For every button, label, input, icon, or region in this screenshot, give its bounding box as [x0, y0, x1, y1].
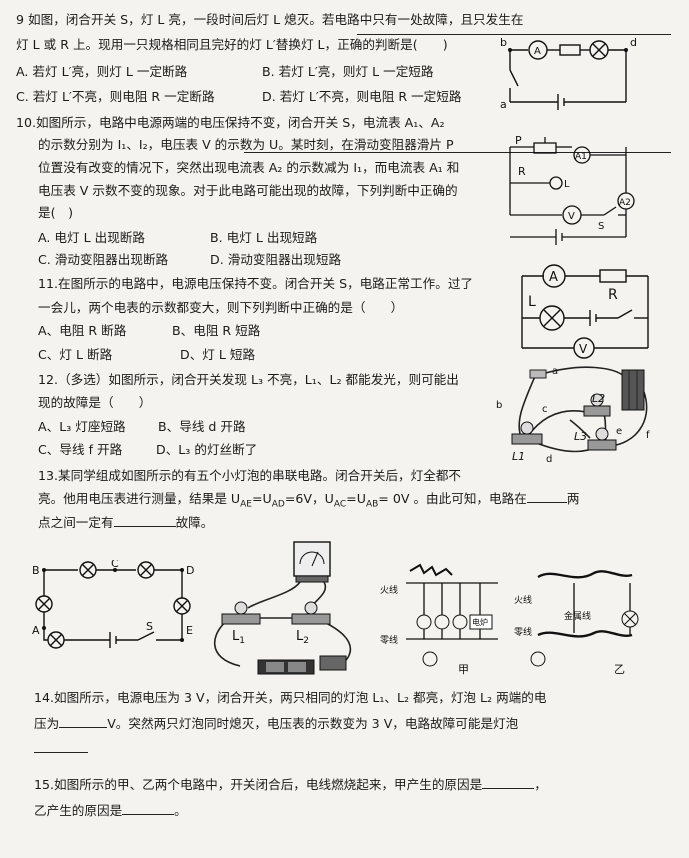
q11-option-b: B、电阻 R 短路: [172, 323, 261, 338]
q15-label-jia: 甲: [458, 663, 469, 676]
q9-label-a: a: [500, 98, 507, 111]
q11-label-R: R: [608, 287, 618, 303]
q12-label-b: b: [496, 400, 502, 411]
q12-line1: 12.（多选）如图所示，闭合开关发现 L₃ 不亮，L₁、L₂ 都能发光，则可能出: [38, 372, 459, 387]
q12-circuit-photo: a b c d e f L1 L2 L3: [494, 362, 666, 464]
q10-label-A1: A1: [575, 152, 587, 162]
q12-option-b: B、导线 d 开路: [158, 419, 246, 434]
q13-label-C: C: [111, 560, 119, 570]
q14-blank-voltage[interactable]: [59, 715, 108, 728]
q12-option-d: D、L₃ 的灯丝断了: [156, 442, 258, 457]
q12-label-e: e: [616, 426, 622, 437]
q13-label-S: S: [146, 620, 153, 633]
q9-label-b: b: [500, 36, 507, 49]
q11-option-a: A、电阻 R 断路: [38, 323, 127, 338]
q12-line2: 现的故障是（ ）: [38, 395, 152, 410]
q12-label-d: d: [546, 454, 552, 464]
q9-label-ammeter: A: [534, 46, 541, 57]
q10-option-d: D. 滑动变阻器出现短路: [210, 252, 342, 267]
q13-label-B: B: [32, 564, 40, 577]
q10-label-V: V: [568, 211, 575, 222]
q10-line5: 是( ): [38, 205, 74, 220]
q15-yi-lingxian: 零线: [514, 626, 532, 638]
q12-label-L1: L1: [512, 450, 525, 463]
q10-label-L: L: [564, 179, 570, 190]
q13-label-D: D: [186, 564, 194, 577]
q12-label-a: a: [552, 366, 558, 377]
q15-yi-jinshuxian: 金属线: [564, 610, 591, 622]
q13-circuit-diagram: B C D A S E: [30, 560, 198, 654]
q13-line3: 点之间一定有故障。: [38, 514, 214, 530]
q13-blank-fault[interactable]: [113, 514, 176, 527]
q11-label-L: L: [528, 294, 536, 310]
q10-option-c: C. 滑动变阻器出现断路: [38, 252, 169, 267]
q9-label-d: d: [630, 36, 637, 49]
q10-line2: 的示数分别为 I₁、I₂，电压表 V 的示数为 U。某时刻，在滑动变阻器滑片 P: [38, 137, 454, 152]
q14-line1: 14.如图所示，电源电压为 3 V，闭合开关，两只相同的灯泡 L₁、L₂ 都亮，…: [34, 690, 547, 705]
q10-option-b: B. 电灯 L 出现短路: [210, 230, 318, 245]
q15-label-yi: 乙: [614, 663, 625, 676]
q9-underline: [357, 34, 671, 35]
q10-line4: 电压表 V 示数不变的现象。对于此电路可能出现的故障，下列判断中正确的: [38, 183, 458, 198]
q15-blank-jia[interactable]: [482, 776, 535, 789]
q9-line2: 灯 L 或 R 上。现用一只规格相同且完好的灯 L′替换灯 L，正确的判断是( …: [16, 37, 448, 52]
q13-blank-points[interactable]: [526, 490, 567, 503]
q12-option-c: C、导线 f 开路: [38, 442, 123, 457]
q15-jia-dianlu: 电炉: [472, 617, 488, 627]
q11-line1: 11.在图所示的电路中，电源电压保持不变。闭合开关 S，电路正常工作。过了: [38, 276, 474, 291]
q9-option-d: D. 若灯 L′不亮，则电阻 R 一定短路: [262, 89, 462, 104]
q9-line1: 9 如图，闭合开关 S，灯 L 亮，一段时间后灯 L 熄灭。若电路中只有一处故障…: [16, 12, 524, 27]
q11-label-V: V: [579, 342, 588, 356]
q13-line2: 亮。他用电压表进行测量，结果是 UAE=UAD=6V，UAC=UAB= 0V 。…: [38, 490, 580, 510]
q15-jia-lingxian: 零线: [380, 634, 398, 646]
q15-circuit-yi: 火线 金属线 零线 乙: [514, 563, 640, 678]
q10-label-A2: A2: [619, 198, 631, 208]
q10-label-R: R: [518, 165, 526, 178]
q12-option-a: A、L₃ 灯座短路: [38, 419, 126, 434]
q14-blank-bulb[interactable]: [34, 752, 88, 753]
q10-label-S: S: [598, 221, 604, 232]
q15-blank-yi[interactable]: [122, 802, 175, 815]
q10-option-a: A. 电灯 L 出现断路: [38, 230, 145, 245]
q12-label-L3: L3: [574, 430, 587, 443]
q9-option-c: C. 若灯 L′不亮，则电阻 R 一定断路: [16, 89, 215, 104]
q15-line2: 乙产生的原因是。: [34, 802, 187, 818]
q14-circuit-photo: L1 L2: [200, 538, 372, 676]
q13-line1: 13.某同学组成如图所示的有五个小灯泡的串联电路。闭合开关后，灯全都不: [38, 468, 462, 483]
q11-option-c: C、灯 L 断路: [38, 347, 113, 362]
q15-circuit-jia: 火线 零线 电炉 甲: [380, 563, 506, 678]
q10-label-P: P: [515, 134, 522, 147]
q11-option-d: D、灯 L 短路: [180, 347, 256, 362]
q11-label-A: A: [549, 270, 558, 285]
q9-option-b: B. 若灯 L′亮，则灯 L 一定短路: [262, 64, 434, 79]
q14-label-L2: L2: [296, 629, 309, 646]
q12-label-L2: L2: [592, 392, 605, 405]
q11-circuit-diagram: A R L V: [512, 262, 662, 362]
q12-label-f: f: [646, 430, 650, 441]
q12-label-c: c: [542, 404, 548, 415]
q14-label-L1: L1: [232, 629, 245, 646]
q10-underline: [244, 152, 671, 153]
q13-label-E: E: [186, 624, 193, 637]
q9-option-a: A. 若灯 L′亮，则灯 L 一定断路: [16, 64, 188, 79]
q15-yi-huoxian: 火线: [514, 594, 532, 606]
q10-circuit-diagram: P R L A1 A2 V S: [500, 133, 640, 251]
q10-line1: 10.如图所示，电路中电源两端的电压保持不变，闭合开关 S，电流表 A₁、A₂: [16, 115, 445, 130]
q11-line2: 一会儿，两个电表的示数都变大，则下列判断中正确的是（ ）: [38, 300, 404, 315]
q15-jia-huoxian: 火线: [380, 584, 398, 596]
q9-circuit-diagram: b A d a: [498, 34, 648, 114]
q10-line3: 位置没有改变的情况下，突然出现电流表 A₂ 的示数减为 I₁，而电流表 A₁ 和: [38, 160, 460, 175]
q15-line1: 15.如图所示的甲、乙两个电路中，开关闭合后，电线燃烧起来，甲产生的原因是，: [34, 776, 547, 792]
q13-label-A: A: [32, 624, 40, 637]
